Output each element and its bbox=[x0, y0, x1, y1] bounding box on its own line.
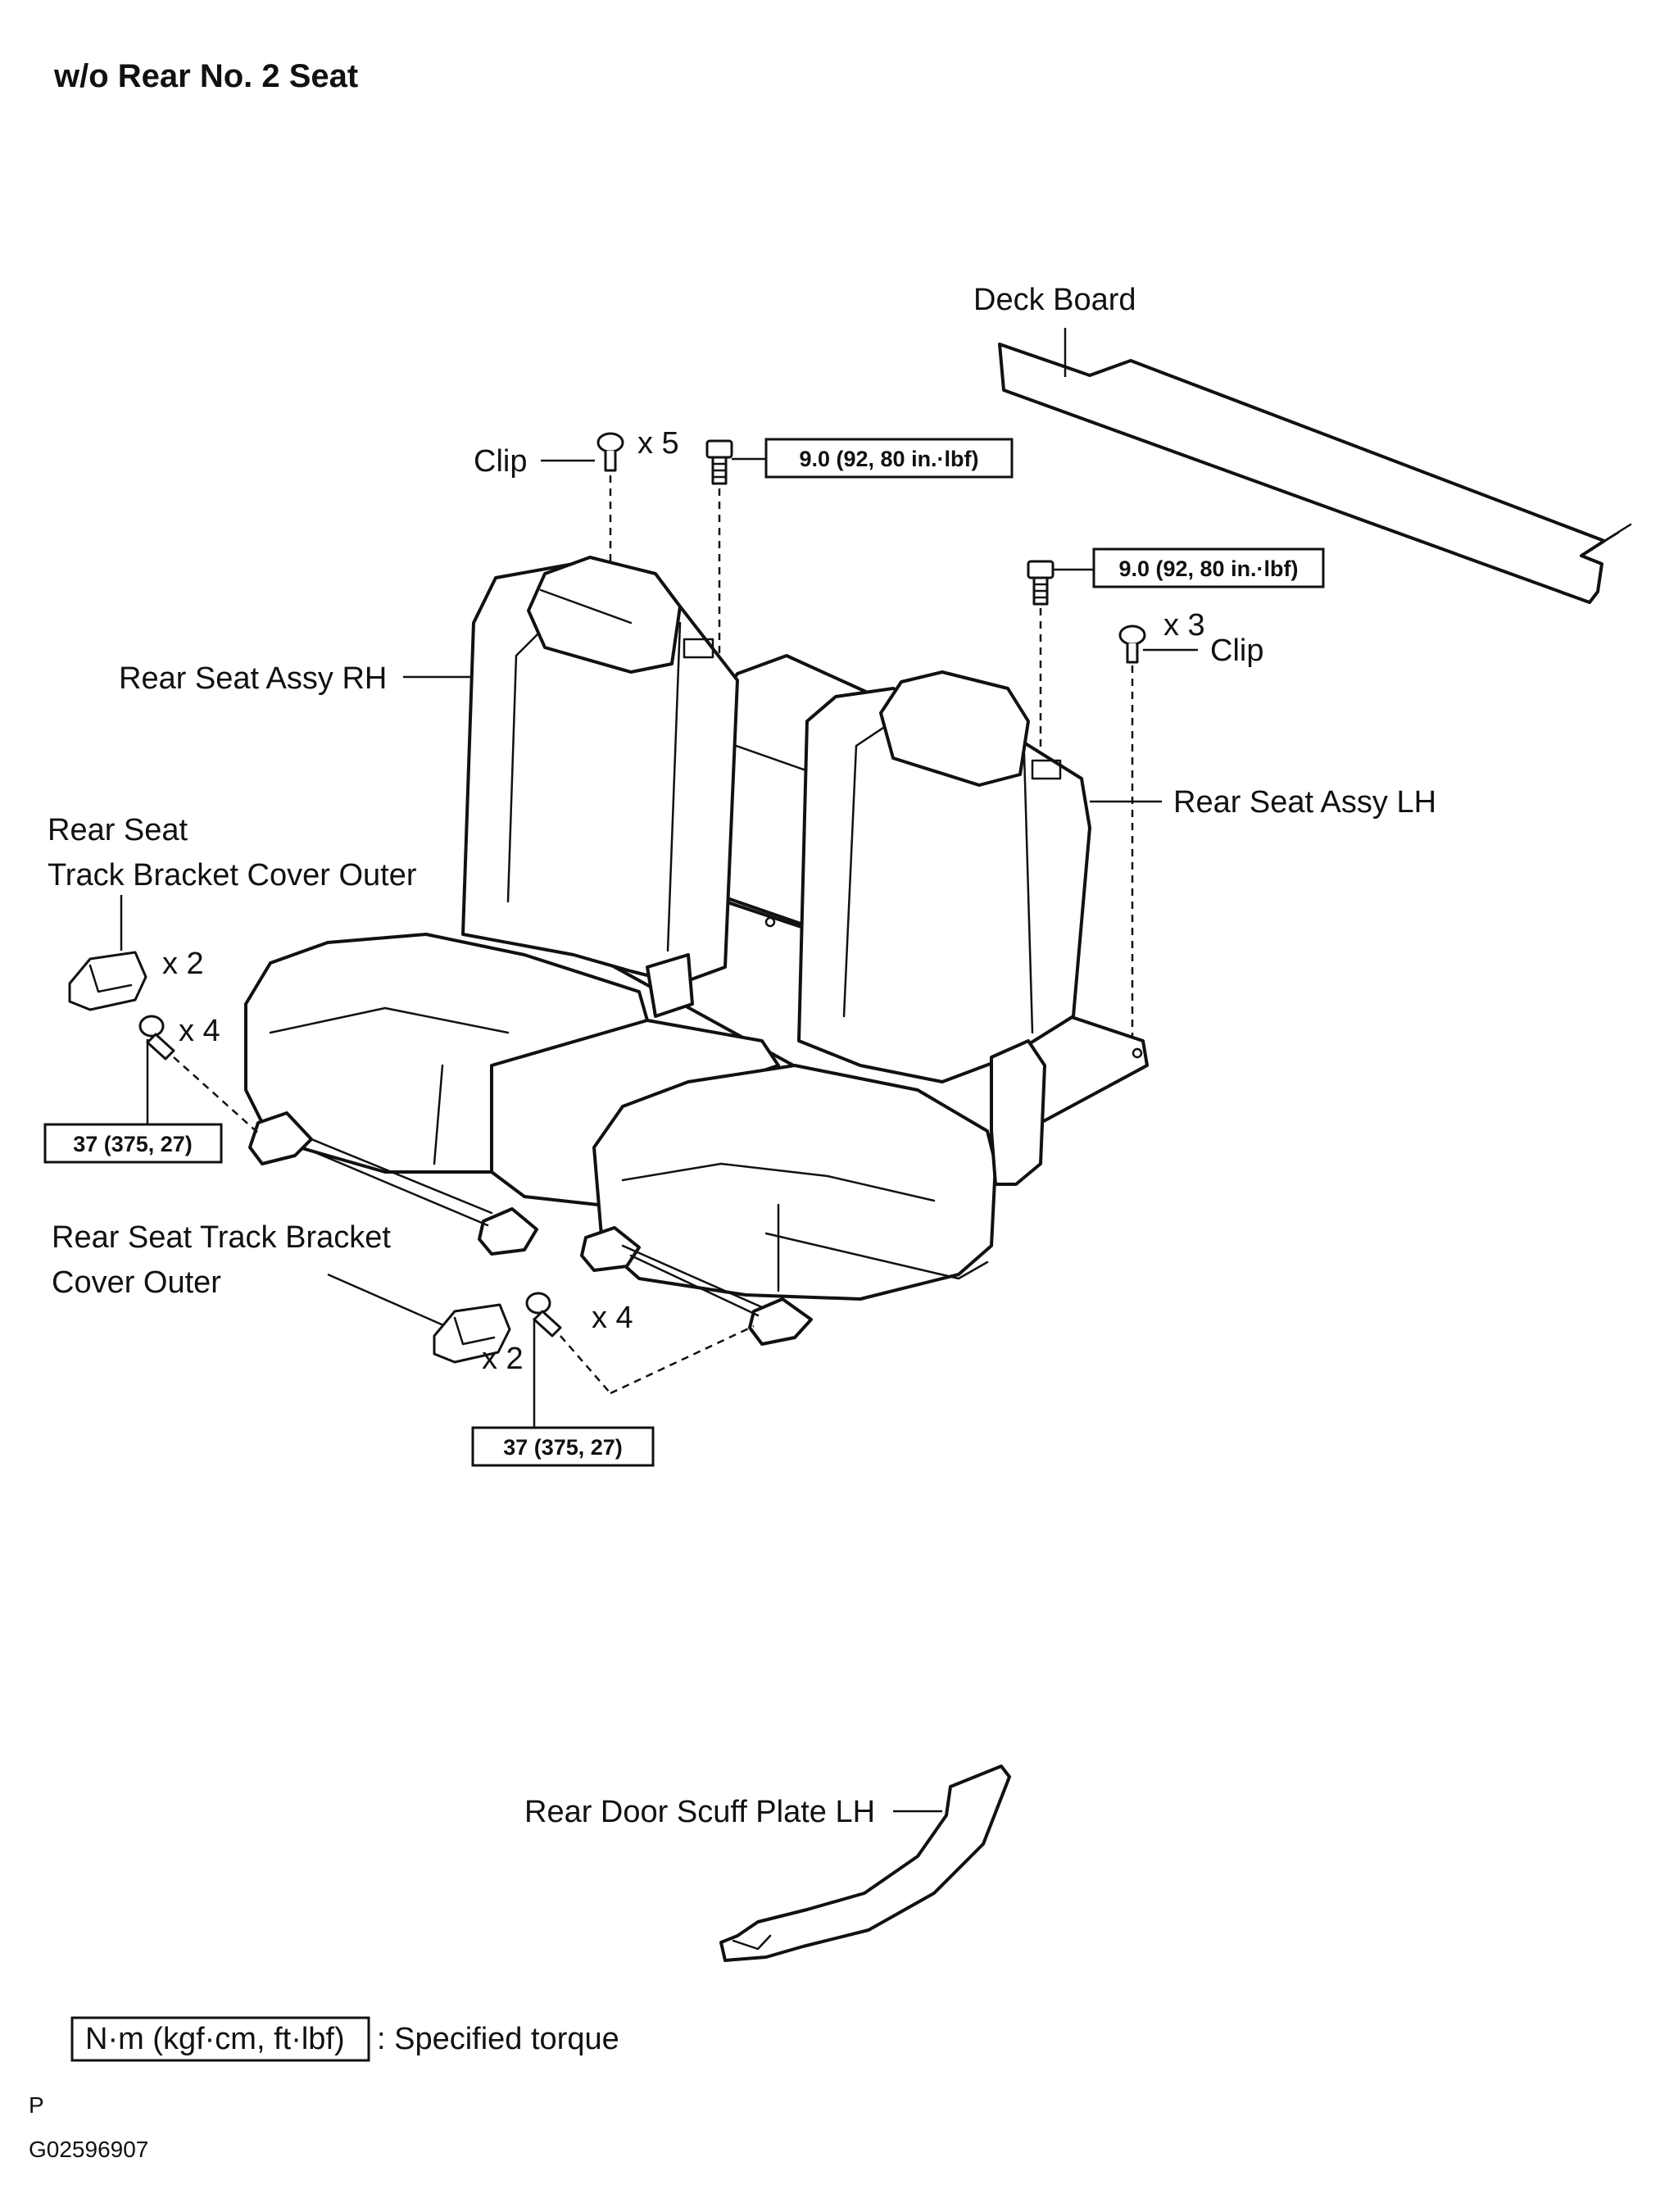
cover-outer-bottom-qty: x 2 bbox=[482, 1342, 524, 1376]
cover-outer-left-label-line2: Track Bracket Cover Outer bbox=[48, 858, 417, 893]
legend-unit-text: N·m (kgf·cm, ft·lbf) bbox=[85, 2022, 345, 2056]
cover-outer-left-qty: x 2 bbox=[162, 947, 204, 981]
rear-seat-assembly bbox=[244, 556, 1149, 1346]
torque-top-center: 9.0 (92, 80 in.·lbf) bbox=[799, 447, 978, 471]
deck-board-label: Deck Board bbox=[973, 283, 1136, 317]
legend-unit-box bbox=[70, 2016, 370, 2062]
bolt-bottom-guide-a bbox=[560, 1335, 611, 1394]
rear-door-scuff-plate bbox=[719, 1765, 1011, 1962]
bolt-left-qty: x 4 bbox=[179, 1014, 220, 1048]
scuff-plate-label: Rear Door Scuff Plate LH bbox=[524, 1795, 875, 1829]
clip-icon bbox=[1118, 625, 1146, 664]
cover-outer-bottom-label-line2: Cover Outer bbox=[52, 1265, 221, 1300]
clip-top-label: Clip bbox=[474, 444, 527, 479]
cover-outer-left-label-line1: Rear Seat bbox=[48, 813, 188, 847]
rear-seat-lh-label: Rear Seat Assy LH bbox=[1173, 785, 1436, 820]
torque-box-top-center bbox=[764, 438, 1014, 479]
torque-left: 37 (375, 27) bbox=[73, 1132, 193, 1156]
bolt-left-guide bbox=[173, 1056, 261, 1136]
clip-right-qty: x 3 bbox=[1163, 608, 1205, 643]
torque-box-left bbox=[43, 1123, 223, 1164]
diagram-title: w/o Rear No. 2 Seat bbox=[53, 58, 358, 94]
rear-seat-rh-label: Rear Seat Assy RH bbox=[119, 661, 387, 696]
torque-top-right: 9.0 (92, 80 in.·lbf) bbox=[1118, 556, 1298, 581]
bolt-icon bbox=[1027, 560, 1055, 606]
cover-outer-bottom-leader bbox=[327, 1273, 450, 1329]
torque-bottom: 37 (375, 27) bbox=[503, 1435, 623, 1460]
bolt-icon bbox=[138, 1015, 175, 1061]
clip-right-label: Clip bbox=[1210, 634, 1263, 668]
legend-description: : Specified torque bbox=[377, 2022, 619, 2056]
track-bracket-cover-icon bbox=[433, 1303, 511, 1364]
deck-board bbox=[998, 343, 1632, 604]
bolt-bottom-guide-b bbox=[610, 1324, 755, 1395]
bolt-bottom-qty: x 4 bbox=[592, 1301, 633, 1335]
clip-top-qty: x 5 bbox=[637, 426, 679, 461]
track-bracket-cover-icon bbox=[68, 951, 147, 1011]
bolt-icon bbox=[525, 1292, 562, 1338]
figure-id: G02596907 bbox=[29, 2137, 148, 2162]
bolt-icon bbox=[705, 439, 733, 485]
torque-box-top-right bbox=[1092, 547, 1325, 588]
torque-box-bottom bbox=[471, 1426, 655, 1467]
cover-outer-bottom-label-line1: Rear Seat Track Bracket bbox=[52, 1220, 391, 1255]
footer-code-letter: P bbox=[29, 2092, 44, 2118]
clip-icon bbox=[596, 432, 624, 472]
